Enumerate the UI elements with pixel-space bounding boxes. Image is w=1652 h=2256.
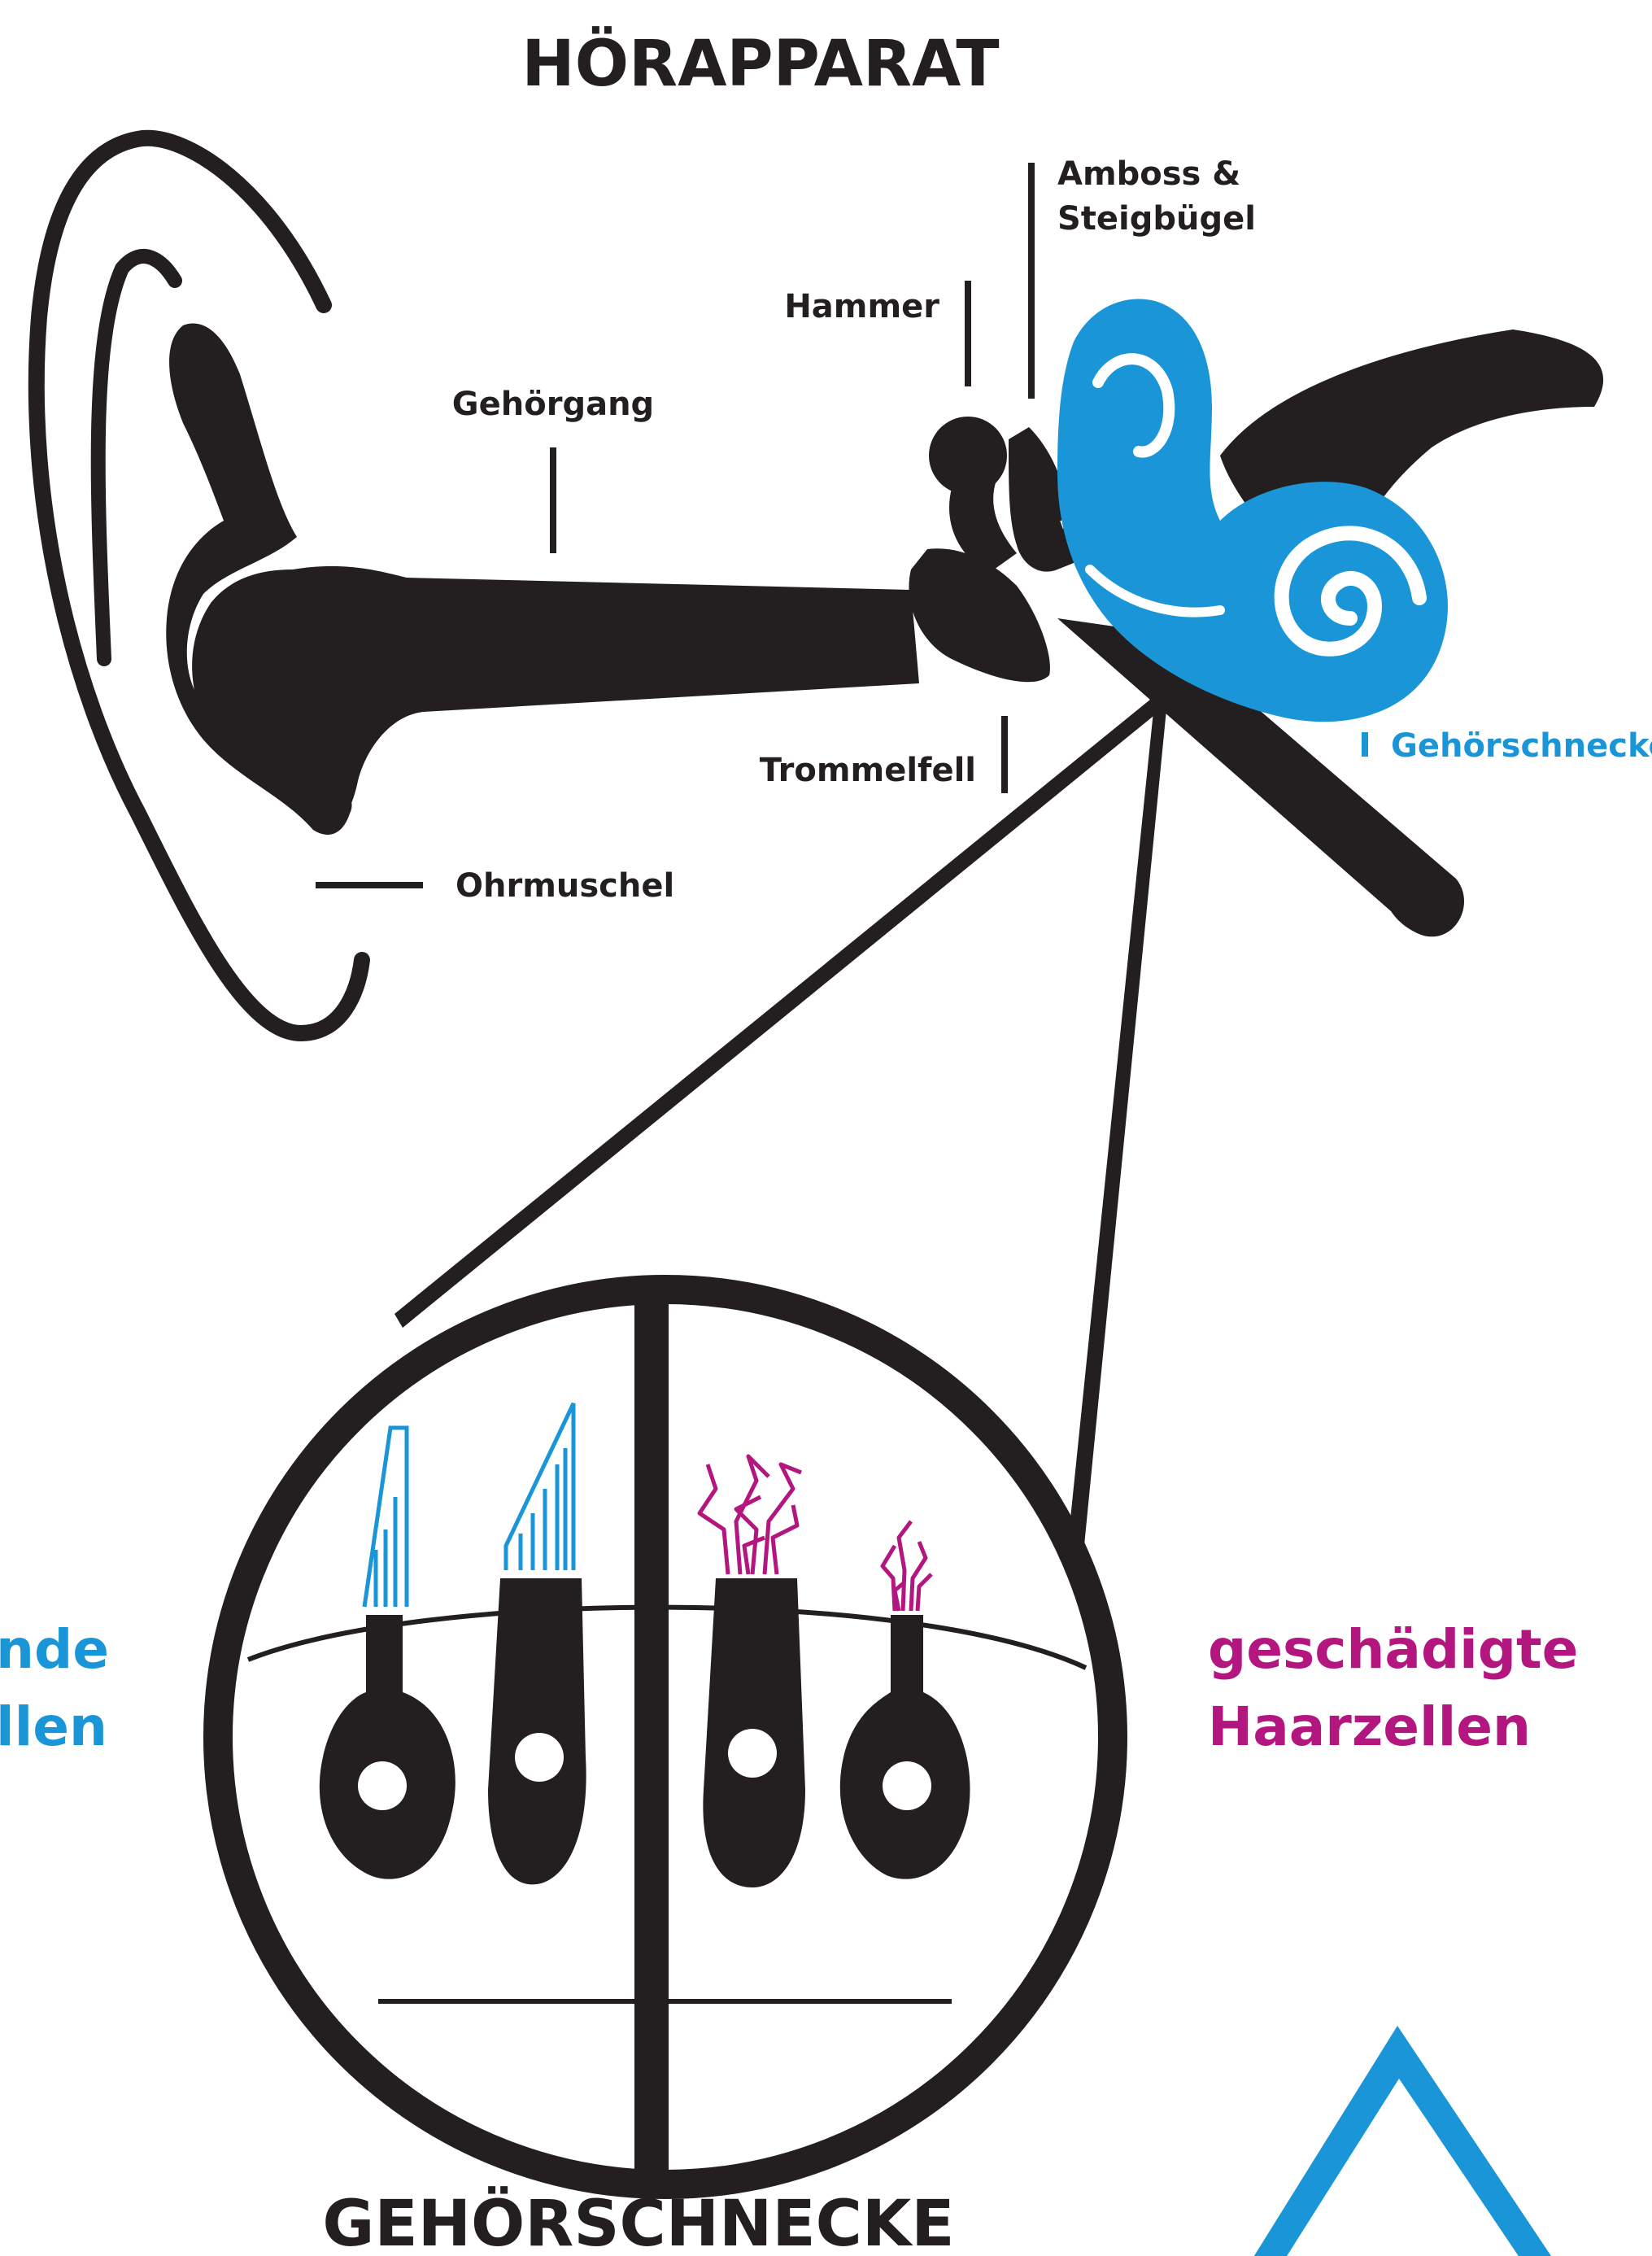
label-hammer: Hammer xyxy=(784,288,939,325)
label-trommelfell: Trommelfell xyxy=(760,752,976,789)
label-damaged-line2: Haarzellen xyxy=(1208,1695,1531,1758)
label-healthy-line1: nde xyxy=(0,1618,109,1681)
label-damaged-line1: geschädigte xyxy=(1208,1618,1578,1681)
blue-triangle-decoration xyxy=(1240,2026,1566,2256)
label-gehoergang: Gehörgang xyxy=(452,386,654,423)
page-title: HÖRAPPARAT xyxy=(521,26,999,101)
label-gehoerschnecke: Gehörschnecke xyxy=(1391,727,1652,765)
bottom-title: GEHÖRSCHNECKE xyxy=(322,2186,954,2256)
label-amboss-line2: Steigbügel xyxy=(1057,200,1256,238)
ear-canal xyxy=(192,566,919,832)
label-amboss-line1: Amboss & xyxy=(1057,155,1240,193)
magnified-view xyxy=(218,1289,1113,2184)
label-healthy-line2: llen xyxy=(0,1695,107,1758)
label-ohrmuschel: Ohrmuschel xyxy=(455,867,674,905)
